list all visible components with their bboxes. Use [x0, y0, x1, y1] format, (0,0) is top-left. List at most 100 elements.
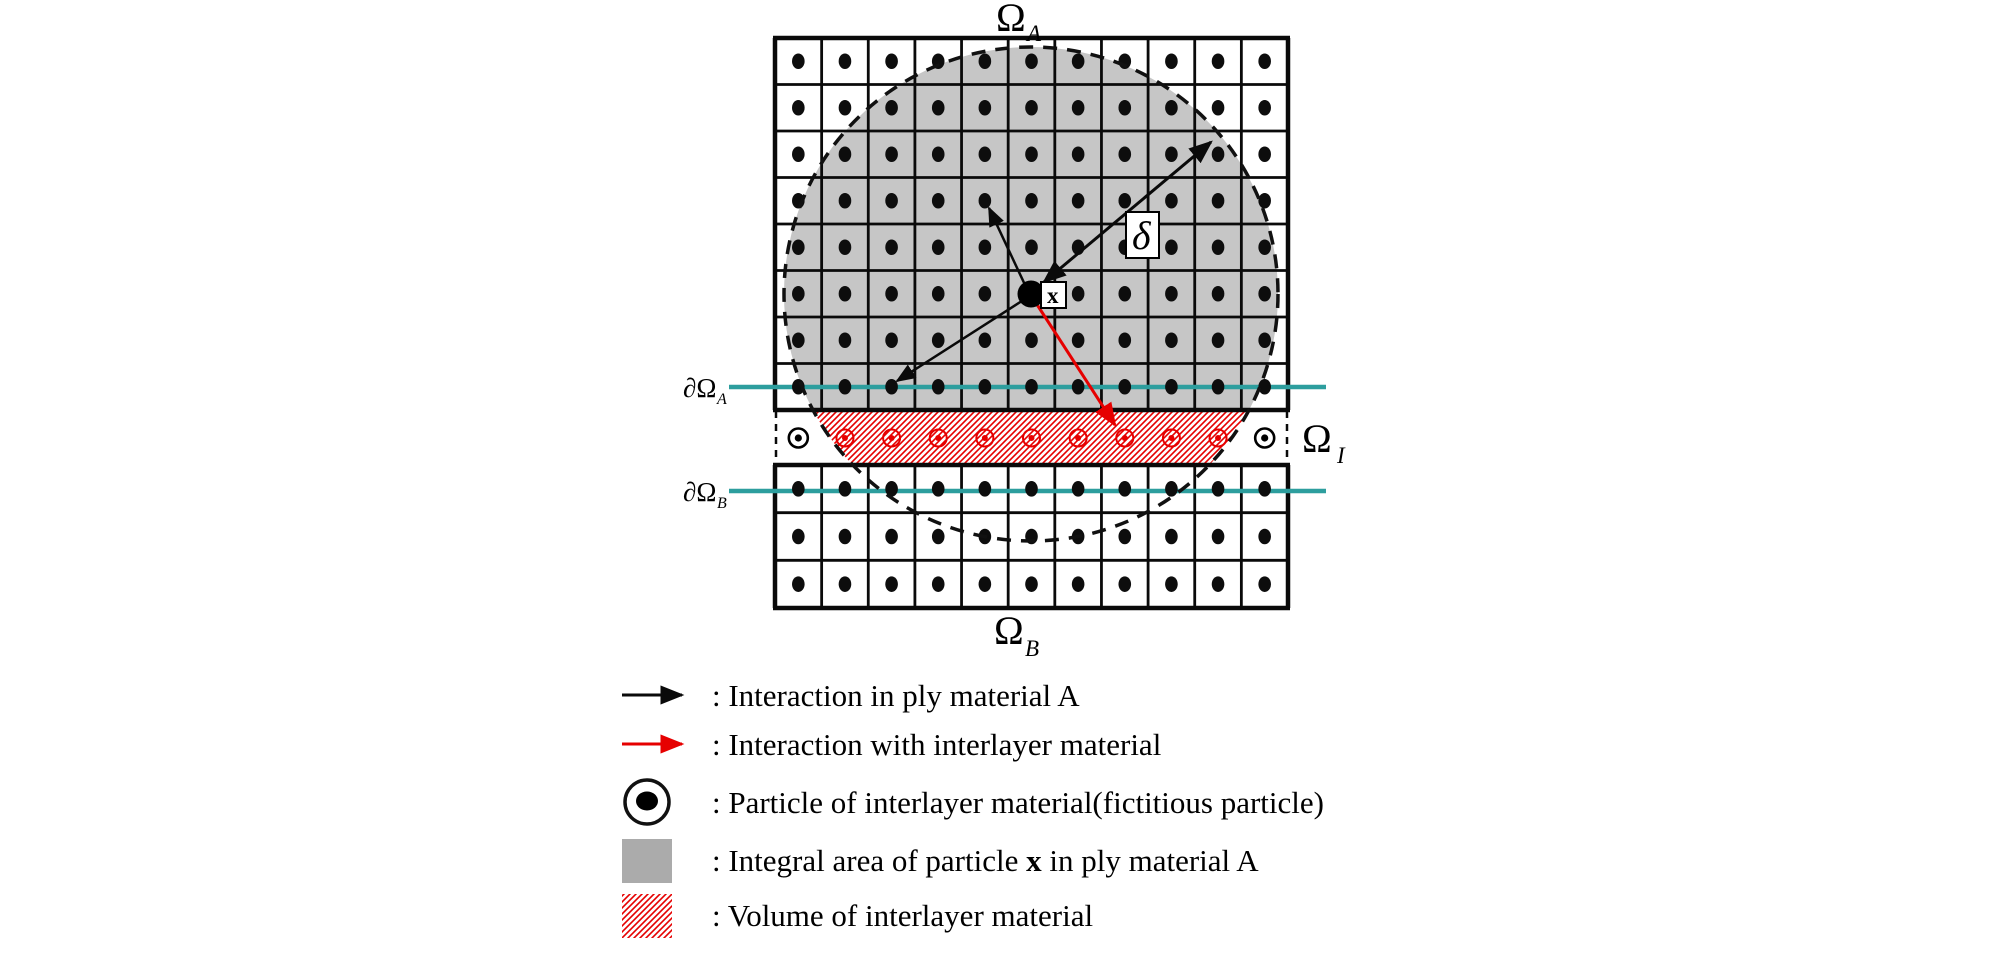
ply-B-particles [792, 481, 1271, 592]
ply-B-particle-dot [838, 576, 852, 592]
ply-A-particle-dot [1025, 332, 1038, 349]
ply-A-particle-dot [1165, 332, 1178, 349]
ply-A-particles [792, 53, 1271, 395]
particle-x [1017, 280, 1045, 308]
ply-B-particle-dot [1071, 481, 1085, 497]
ply-A-particle-dot [792, 239, 805, 256]
ply-A-particle-dot [1025, 53, 1038, 70]
ply-A-particle-dot [1071, 285, 1085, 302]
ply-A-particle-dot [885, 239, 898, 256]
ply-A-particle-dot [931, 239, 945, 256]
ply-A-particle-dot [885, 192, 898, 209]
ply-A-particle-dot [978, 99, 992, 116]
fictitious-particle-core [794, 434, 802, 442]
ply-A-particle-dot [1211, 146, 1225, 163]
svg-text:B: B [717, 495, 727, 512]
interlayer-particle-core [1075, 435, 1082, 441]
interlayer-particle-core [981, 435, 988, 441]
interlayer-particle-core [1215, 435, 1222, 441]
ply-B-particle-dot [1258, 528, 1271, 545]
legend-text-fictitious-particle: : Particle of interlayer material(fictit… [712, 785, 1324, 820]
ply-A-particle-dot [1165, 378, 1178, 395]
ply-A-particle-dot [978, 53, 992, 70]
ply-B-particle-dot [1118, 481, 1132, 497]
legend-item-interaction-interlayer: : Interaction with interlayer material [622, 727, 1161, 762]
ply-A-particle-dot [885, 146, 898, 163]
ply-A-particle-dot [1258, 53, 1271, 70]
interlayer-particle-ring [1022, 428, 1041, 448]
ply-A-particle-dot [978, 285, 992, 302]
ply-A-particle-dot [792, 332, 805, 349]
svg-text:I: I [1336, 443, 1346, 468]
ply-B-particle-dot [931, 481, 945, 497]
ply-A-particle-dot [1025, 192, 1038, 209]
interaction-arrow-ply-A-down [895, 297, 1026, 383]
ply-A-particle-dot [1258, 192, 1271, 209]
ply-A-particle-dot [1258, 285, 1271, 302]
ply-A-particle-dot [1025, 99, 1038, 116]
ply-B-particle-dot [1165, 528, 1178, 545]
ply-B-particle-dot [978, 576, 992, 592]
legend-text-post: in ply material A [1042, 843, 1260, 878]
ply-A-particle-dot [1165, 285, 1178, 302]
ply-A-particle-dot [838, 378, 852, 395]
svg-text:A: A [716, 391, 727, 408]
ply-B-particle-dot [1258, 481, 1271, 497]
ply-A-particle-dot [978, 192, 992, 209]
interlayer-particle-core [1121, 435, 1128, 441]
horizon-circle [782, 45, 1280, 543]
legend-item-interlayer-volume: : Volume of interlayer material [622, 894, 1093, 938]
circled-dot-core [636, 791, 658, 811]
interlayer-particle-core [1168, 435, 1175, 441]
ply-B-particle-dot [1211, 528, 1225, 545]
legend-item-interaction-ply-A: : Interaction in ply material A [622, 678, 1080, 713]
ply-A-particle-dot [885, 332, 898, 349]
gray-square-icon [622, 839, 672, 883]
svg-text:Ω: Ω [996, 0, 1026, 40]
ply-A-particle-dot [1071, 378, 1085, 395]
ply-B-particle-dot [978, 481, 992, 497]
ply-B-particle-dot [1118, 576, 1132, 592]
ply-A-particle-dot [1118, 192, 1132, 209]
ply-A-particle-dot [1118, 332, 1132, 349]
ply-B-particle-dot [838, 481, 852, 497]
interaction-arrow-interlayer [1034, 302, 1117, 428]
legend-text-interlayer-volume: : Volume of interlayer material [712, 898, 1093, 933]
ply-A-particle-dot [1025, 146, 1038, 163]
ply-A-particle-dot [978, 378, 992, 395]
interlayer-particle-ring [835, 428, 855, 448]
ply-A-particle-dot [1118, 99, 1132, 116]
ply-A-particle-dot [1165, 99, 1178, 116]
horizon-delta-label-box: δ [1125, 211, 1160, 259]
ply-B-particle-dot [931, 528, 945, 545]
ply-B-particle-dot [1025, 576, 1038, 592]
ply-A-grid [772, 35, 1291, 413]
ply-A-particle-dot [1211, 285, 1225, 302]
ply-B-particle-dot [1165, 481, 1178, 497]
ply-B-particle-dot [885, 576, 898, 592]
ply-A-particle-dot [931, 99, 945, 116]
ply-A-particle-dot [1211, 378, 1225, 395]
ply-B-particle-dot [931, 576, 945, 592]
ply-A-particle-dot [978, 332, 992, 349]
ply-A-particle-dot [931, 192, 945, 209]
ply-A-particle-dot [838, 53, 852, 70]
legend-text-bold-x: x [1026, 843, 1042, 878]
interlayer-particle-ring [882, 428, 902, 448]
ply-A-particle-dot [1071, 146, 1085, 163]
omega-B-label: Ω B [994, 608, 1039, 661]
svg-text:∂Ω: ∂Ω [683, 373, 716, 403]
ply-A-particle-dot [1258, 378, 1271, 395]
ply-A-particle-dot [1071, 53, 1085, 70]
ply-A-particle-dot [838, 332, 852, 349]
ply-B-particle-dot [792, 576, 805, 592]
ply-A-particle-dot [792, 285, 805, 302]
ply-A-particle-dot [1258, 239, 1271, 256]
ply-A-particle-dot [885, 285, 898, 302]
ply-A-particle-dot [1258, 332, 1271, 349]
horizon-delta-label: δ [1132, 213, 1152, 258]
ply-A-particle-dot [1118, 378, 1132, 395]
interlayer-particle-core [935, 435, 942, 441]
ply-B-particle-dot [1258, 576, 1271, 592]
